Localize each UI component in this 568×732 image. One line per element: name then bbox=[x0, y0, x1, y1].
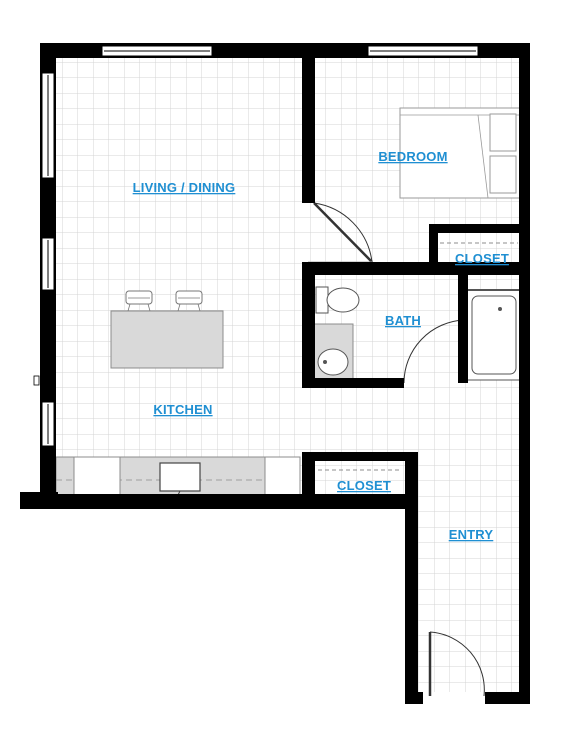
label-bedroom: BEDROOM bbox=[378, 149, 447, 164]
pillow-top bbox=[489, 113, 517, 152]
label-closet-entry: CLOSET bbox=[337, 478, 391, 493]
outlet-marker bbox=[33, 375, 40, 386]
windows bbox=[33, 45, 479, 447]
toilet bbox=[315, 286, 360, 314]
vanity bbox=[312, 323, 354, 381]
bed bbox=[399, 107, 521, 199]
refrigerator bbox=[264, 456, 301, 496]
label-kitchen: KITCHEN bbox=[153, 402, 212, 417]
kitchen-sink bbox=[159, 462, 201, 492]
dishwasher bbox=[73, 456, 121, 496]
label-entry: ENTRY bbox=[449, 527, 494, 542]
window-top-left bbox=[101, 45, 213, 57]
stool-right bbox=[175, 290, 203, 312]
entry-door bbox=[428, 631, 485, 697]
window-top-right bbox=[367, 45, 479, 57]
label-closet-bedroom: CLOSET bbox=[455, 251, 509, 266]
bathtub bbox=[465, 289, 522, 381]
stool-left bbox=[125, 290, 153, 312]
kitchen-counter bbox=[55, 456, 301, 498]
window-left-2 bbox=[41, 237, 55, 291]
window-left-1 bbox=[41, 72, 55, 179]
label-living-dining: LIVING / DINING bbox=[133, 180, 236, 195]
label-bath: BATH bbox=[385, 313, 421, 328]
pillow-bottom bbox=[489, 155, 517, 194]
window-left-3 bbox=[41, 401, 55, 447]
kitchen-island bbox=[110, 290, 224, 369]
